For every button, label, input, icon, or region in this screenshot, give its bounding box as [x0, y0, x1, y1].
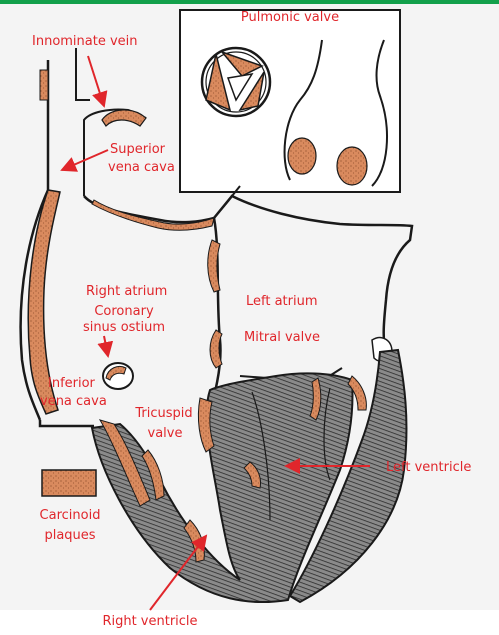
label-inferior-vena-cava-line1: Inferior [48, 376, 95, 391]
arrow-innominate-vein [88, 56, 104, 106]
label-right-ventricle: Right ventricle [70, 614, 230, 629]
label-innominate-vein: Innominate vein [32, 34, 138, 49]
label-superior-vena-cava-line2: vena cava [108, 160, 175, 175]
arrow-coronary-sinus [104, 336, 108, 356]
label-carcinoid-line2: plaques [24, 528, 116, 543]
label-left-atrium: Left atrium [246, 294, 318, 309]
plaque-svc [102, 110, 146, 126]
coronary-sinus-ostium [103, 363, 133, 389]
label-tricuspid-line2: valve [130, 426, 200, 441]
label-pulmonic-valve: Pulmonic valve [216, 10, 364, 25]
label-coronary-line1: Coronary [80, 304, 168, 319]
label-tricuspid-line1: Tricuspid [124, 406, 204, 421]
label-coronary-line2: sinus ostium [72, 320, 176, 335]
plaque-inset-2 [337, 147, 367, 185]
label-superior-vena-cava-line1: Superior [110, 142, 165, 157]
plaque-inset-1 [288, 138, 316, 174]
label-inferior-vena-cava-line2: vena cava [40, 394, 107, 409]
label-left-ventricle: Left ventricle [386, 460, 471, 475]
label-carcinoid-line1: Carcinoid [24, 508, 116, 523]
label-right-atrium: Right atrium [86, 284, 167, 299]
carcinoid-plaque-swatch [42, 470, 96, 496]
ventricles [92, 350, 406, 602]
label-mitral-valve: Mitral valve [244, 330, 320, 345]
pulmonic-valve-inset [180, 10, 400, 192]
